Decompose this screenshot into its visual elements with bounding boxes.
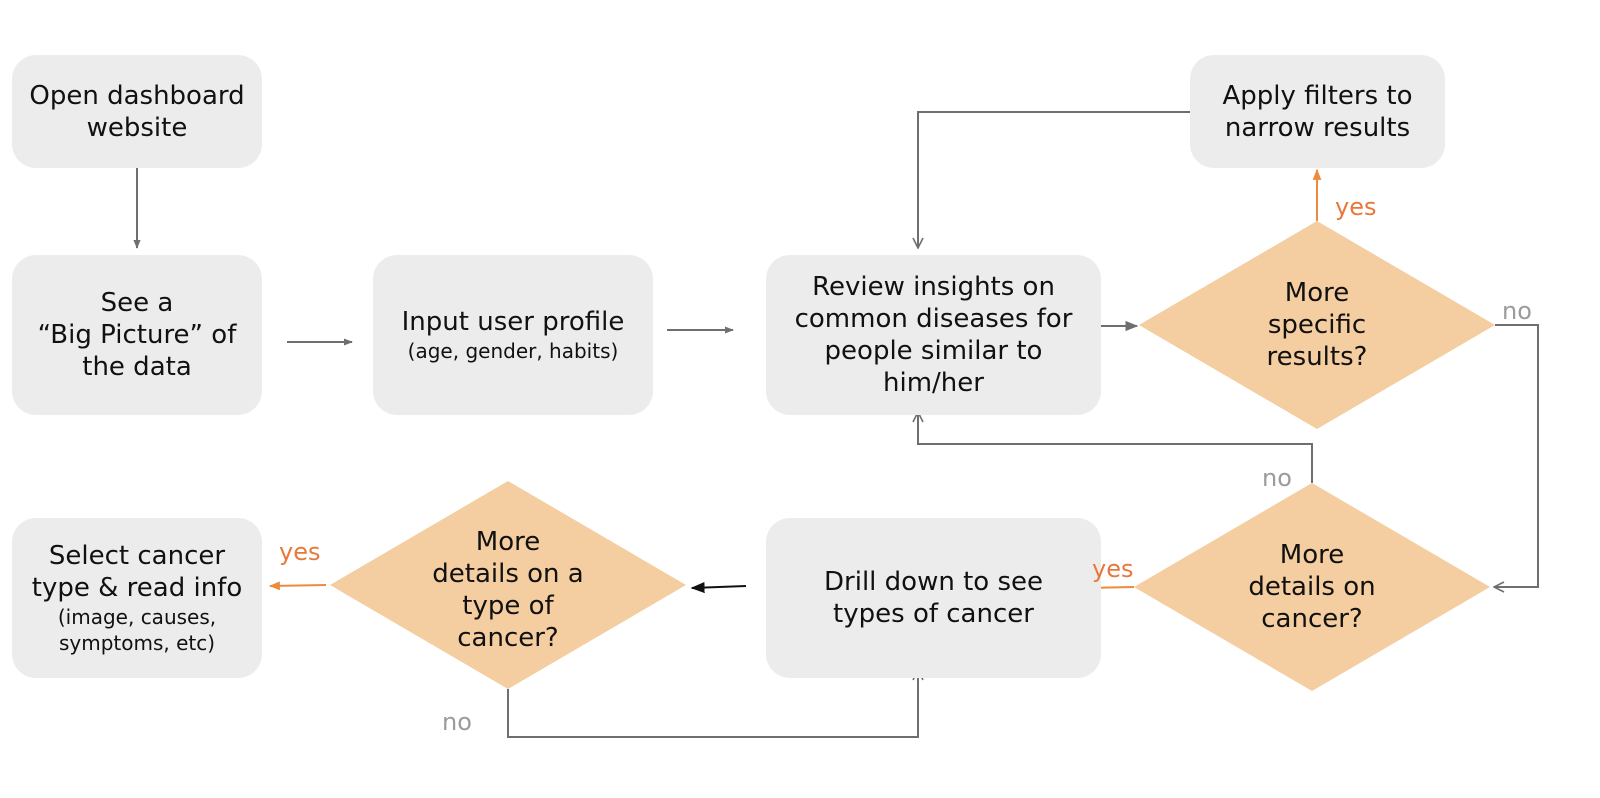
decision-text: results? [1266, 342, 1368, 372]
box-big-picture: See a “Big Picture” of the data [12, 255, 262, 415]
diamond-more-details-cancer [1134, 483, 1490, 691]
box-select-cancer: Select cancer type & read info (image, c… [12, 518, 262, 678]
node-text: Drill down to see [824, 567, 1043, 597]
decision-text: type of [462, 591, 554, 621]
box-input-profile: Input user profile (age, gender, habits) [373, 255, 653, 415]
node-text: Review insights on [812, 272, 1055, 302]
node-text: Input user profile [401, 307, 625, 337]
node-subtext: symptoms, etc) [58, 631, 216, 655]
edge-drill-to-type [690, 581, 747, 594]
edge-label-details-no: no [1262, 464, 1292, 492]
box-review-insights: Review insights on common diseases for p… [766, 255, 1101, 415]
node-text: Select cancer [48, 541, 226, 571]
node-text: the data [82, 352, 192, 382]
node-text: type & read info [31, 573, 243, 603]
decision-text: details on [1248, 572, 1376, 602]
decision-more-specific: More specific results? [1217, 265, 1417, 385]
node-text: See a [100, 288, 174, 318]
decision-more-details-cancer: More details on cancer? [1212, 527, 1412, 647]
box-drill-down: Drill down to see types of cancer [766, 518, 1101, 678]
box-apply-filters: Apply filters to narrow results [1190, 55, 1445, 168]
edge-label-specific-yes: yes [1335, 193, 1377, 221]
diamond-more-specific [1139, 221, 1495, 429]
node-text: website [86, 112, 188, 143]
box-open-dashboard: Open dashboard website [12, 55, 262, 168]
decision-more-details-type: More details on a type of cancer? [408, 520, 608, 660]
node-text: narrow results [1224, 112, 1411, 143]
edge-label-specific-no: no [1502, 297, 1532, 325]
edge-type-yes [268, 581, 327, 591]
node-text: common diseases for [794, 304, 1073, 334]
decision-text: details on a [432, 559, 584, 589]
decision-text: cancer? [1261, 604, 1363, 634]
node-text: “Big Picture” of [37, 320, 237, 350]
decision-text: More [1284, 278, 1350, 308]
edge-specific-no [1494, 324, 1539, 587]
decision-text: More [1279, 540, 1345, 570]
edge-label-type-no: no [442, 708, 472, 736]
decision-text: cancer? [457, 623, 559, 653]
node-text: Apply filters to [1222, 80, 1413, 111]
node-subtext: (image, causes, [57, 605, 217, 629]
decision-text: specific [1267, 310, 1367, 340]
edge-filters-to-review [918, 111, 1190, 248]
decision-text: More [475, 527, 541, 557]
node-text: him/her [883, 368, 984, 398]
edge-label-details-yes: yes [1092, 555, 1134, 583]
node-text: Open dashboard [29, 80, 245, 111]
diamond-more-details-type [330, 481, 686, 689]
edge-details-no [918, 412, 1313, 483]
node-text: types of cancer [833, 599, 1034, 629]
edge-label-type-yes: yes [279, 538, 321, 566]
node-text: people similar to [824, 336, 1043, 366]
edge-type-no [507, 670, 918, 738]
node-subtext: (age, gender, habits) [407, 339, 619, 363]
